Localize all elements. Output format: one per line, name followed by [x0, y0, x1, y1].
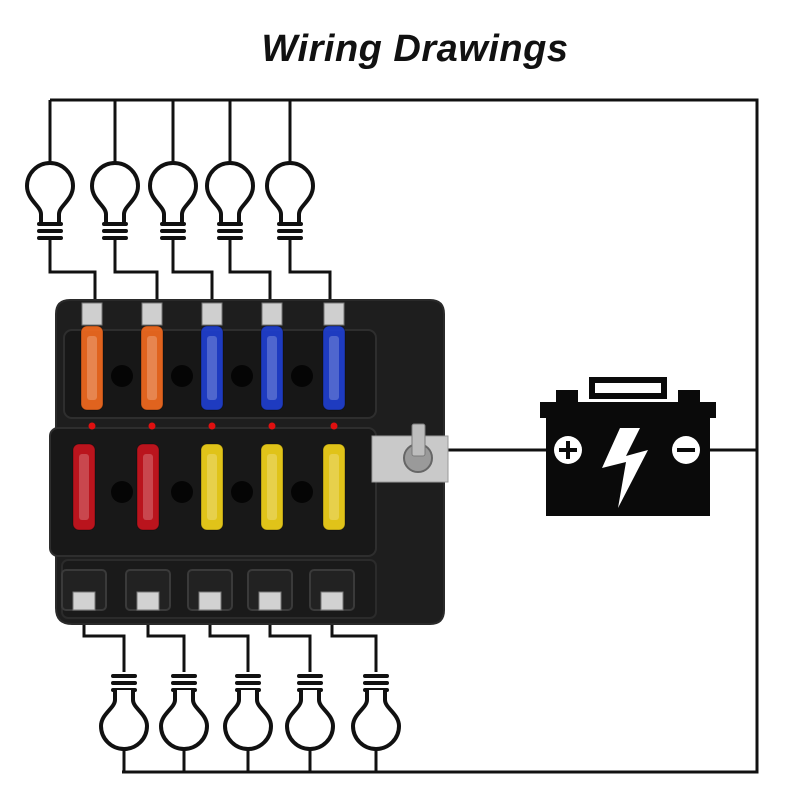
mount-hole — [111, 481, 133, 503]
fuse-blue — [260, 325, 284, 411]
battery-handle — [589, 377, 667, 399]
wire — [171, 240, 214, 305]
mount-hole — [171, 365, 193, 387]
mount-hole — [291, 365, 313, 387]
light-bulb-icon — [351, 674, 401, 751]
mount-hole — [111, 365, 133, 387]
light-bulb-icon — [148, 161, 198, 240]
fuse-shine — [267, 336, 277, 400]
light-bulb-icon — [25, 161, 75, 240]
spade-terminal-top — [141, 302, 163, 326]
fuse-blue — [200, 325, 224, 411]
fuse-slots — [61, 302, 355, 611]
spade-terminal-bottom — [198, 591, 222, 611]
light-bulb-icon — [99, 674, 149, 751]
fuse-yellow — [260, 443, 284, 531]
bulbs-bottom — [99, 674, 401, 751]
fuse-shine — [143, 454, 153, 520]
fuse-shine — [207, 454, 217, 520]
fuse-shine — [267, 454, 277, 520]
indicator-led — [208, 422, 216, 430]
fuse-shine — [329, 454, 339, 520]
battery-lid — [540, 402, 716, 418]
fuse-shine — [329, 336, 339, 400]
fuse-orange — [140, 325, 164, 411]
indicator-led — [330, 422, 338, 430]
fuse-red — [136, 443, 160, 531]
spade-terminal-top — [323, 302, 345, 326]
light-bulb-icon — [223, 674, 273, 751]
fuse-shine — [147, 336, 157, 400]
spade-terminal-top — [261, 302, 283, 326]
light-bulb-icon — [285, 674, 335, 751]
mount-hole — [231, 481, 253, 503]
diagram-title: Wiring Drawings — [261, 28, 569, 70]
battery-post-left — [556, 390, 578, 404]
spade-terminal-bottom — [136, 591, 160, 611]
mount-hole — [171, 481, 193, 503]
indicator-led — [88, 422, 96, 430]
battery-icon — [540, 377, 716, 516]
wire — [228, 240, 272, 305]
wire — [48, 240, 97, 305]
battery-post-right — [678, 390, 700, 404]
light-bulb-icon — [205, 161, 255, 240]
wire — [50, 98, 759, 774]
wire — [113, 240, 159, 305]
fuse-orange — [80, 325, 104, 411]
fuse-shine — [87, 336, 97, 400]
mount-hole — [231, 365, 253, 387]
stud-bolt — [411, 423, 426, 457]
fuse-shine — [79, 454, 89, 520]
light-bulb-icon — [159, 674, 209, 751]
light-bulb-icon — [265, 161, 315, 240]
wires — [48, 98, 759, 774]
fuse-block — [49, 299, 449, 625]
lightning-bolt-icon — [602, 428, 648, 508]
mount-hole — [291, 481, 313, 503]
plus-icon — [559, 441, 577, 459]
fuse-yellow — [200, 443, 224, 531]
indicator-led — [148, 422, 156, 430]
wire — [288, 240, 332, 305]
fuse-red — [72, 443, 96, 531]
bulbs-top — [25, 161, 315, 240]
light-bulb-icon — [90, 161, 140, 240]
spade-terminal-bottom — [258, 591, 282, 611]
spade-terminal-top — [201, 302, 223, 326]
fuse-blue — [322, 325, 346, 411]
spade-terminal-bottom — [320, 591, 344, 611]
indicator-led — [268, 422, 276, 430]
fuse-shine — [207, 336, 217, 400]
fuse-yellow — [322, 443, 346, 531]
spade-terminal-bottom — [72, 591, 96, 611]
spade-terminal-top — [81, 302, 103, 326]
